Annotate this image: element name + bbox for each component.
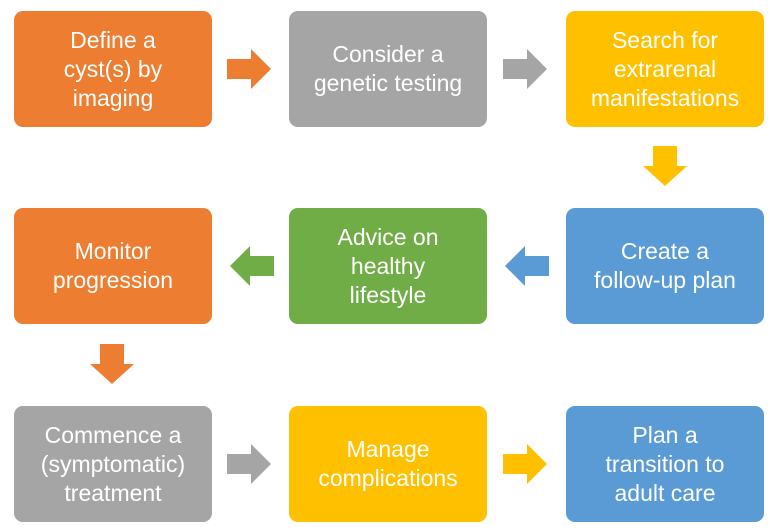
step-transition-adult-care: Plan a transition to adult care	[566, 406, 764, 522]
step-label: Define a cyst(s) by imaging	[63, 26, 163, 111]
step-label: Monitor progression	[52, 238, 174, 293]
arrow-left-icon	[230, 246, 274, 286]
arrow-left-icon	[505, 246, 549, 286]
step-monitor-progression: Monitor progression	[14, 208, 212, 324]
step-healthy-lifestyle: Advice on healthy lifestyle	[289, 208, 487, 324]
arrow-right-icon	[227, 444, 271, 484]
step-extrarenal-manifestations: Search for extrarenal manifestations	[566, 11, 764, 127]
arrow-right-icon	[503, 49, 547, 89]
step-label: Commence a (symptomatic) treatment	[40, 421, 186, 506]
step-genetic-testing: Consider a genetic testing	[289, 11, 487, 127]
arrow-down-icon	[90, 344, 134, 384]
step-define-cysts: Define a cyst(s) by imaging	[14, 11, 212, 127]
step-commence-treatment: Commence a (symptomatic) treatment	[14, 406, 212, 522]
step-label: Consider a genetic testing	[313, 41, 463, 96]
step-label: Create a follow-up plan	[594, 238, 736, 293]
step-label: Plan a transition to adult care	[605, 421, 725, 506]
step-label: Manage complications	[318, 436, 458, 491]
arrow-down-icon	[643, 146, 687, 186]
step-manage-complications: Manage complications	[289, 406, 487, 522]
step-follow-up-plan: Create a follow-up plan	[566, 208, 764, 324]
arrow-right-icon	[227, 49, 271, 89]
arrow-right-icon	[503, 444, 547, 484]
step-label: Advice on healthy lifestyle	[337, 223, 439, 308]
step-label: Search for extrarenal manifestations	[590, 26, 740, 111]
